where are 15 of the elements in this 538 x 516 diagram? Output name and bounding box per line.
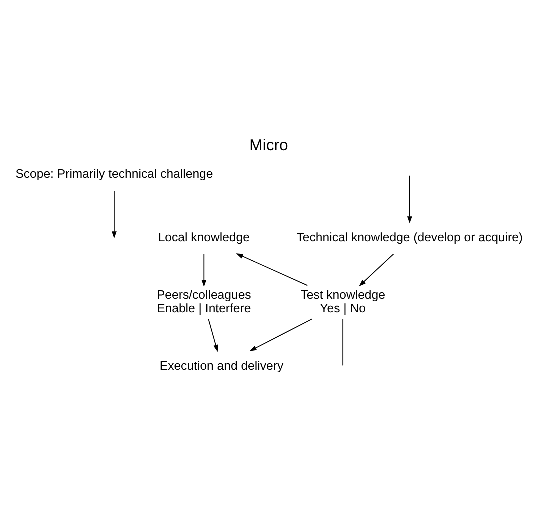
node-text: Test knowledge Yes | No xyxy=(300,288,386,315)
node-text: Execution and delivery xyxy=(160,358,284,372)
node-text: Local knowledge xyxy=(158,230,250,244)
arrow xyxy=(202,253,207,287)
diagram-title: Micro xyxy=(250,137,288,154)
arrow xyxy=(112,190,117,238)
arrow xyxy=(359,253,394,286)
arrow xyxy=(208,318,218,352)
arrow xyxy=(250,318,313,351)
arrow xyxy=(407,174,412,224)
node-text: Peers/colleagues Enable | Interfere xyxy=(156,288,252,315)
node-text: Scope: Primarily technical challenge xyxy=(16,166,214,181)
connector xyxy=(342,318,344,366)
node-text: Technical knowledge (develop or acquire) xyxy=(296,230,524,244)
arrow xyxy=(236,253,308,286)
